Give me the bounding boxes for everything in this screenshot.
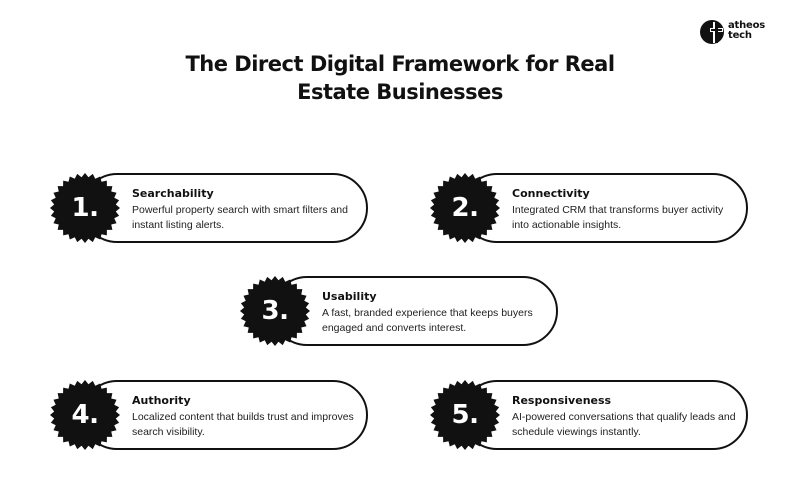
- card-pill: [272, 276, 558, 346]
- card-title: Searchability: [132, 187, 214, 200]
- brand-name-line2: tech: [728, 30, 752, 41]
- card-pill: [82, 380, 368, 450]
- badge-number: 3.: [261, 296, 289, 326]
- brand-name-line1: atheos: [728, 20, 766, 31]
- brand-logo: atheos tech: [699, 19, 773, 45]
- badge-number: 4.: [71, 400, 99, 430]
- card-description: A fast, branded experience that keeps bu…: [322, 307, 533, 334]
- card-pill: [462, 380, 748, 450]
- badge-seal-icon: 3.: [240, 276, 310, 346]
- card-description: Localized content that builds trust and …: [132, 411, 354, 438]
- card-title: Responsiveness: [512, 394, 612, 407]
- framework-card-1: 1. Searchability Powerful property searc…: [50, 173, 370, 243]
- badge-number: 2.: [451, 193, 479, 223]
- badge-seal-icon: 4.: [50, 380, 120, 450]
- card-title: Connectivity: [512, 187, 590, 200]
- card-title: Authority: [132, 394, 191, 407]
- framework-card-4: 4. Authority Localized content that buil…: [50, 380, 370, 450]
- card-description: Powerful property search with smart filt…: [132, 204, 348, 231]
- card-description: AI-powered conversations that qualify le…: [512, 411, 736, 438]
- framework-card-2: 2. Connectivity Integrated CRM that tran…: [430, 173, 750, 243]
- card-description: Integrated CRM that transforms buyer act…: [512, 204, 724, 231]
- badge-seal-icon: 2.: [430, 173, 500, 243]
- badge-seal-icon: 5.: [430, 380, 500, 450]
- framework-card-5: 5. Responsiveness AI-powered conversatio…: [430, 380, 750, 450]
- brand-logo-mark: [700, 20, 724, 44]
- page-title: The Direct Digital Framework for Real Es…: [150, 50, 650, 106]
- framework-card-3: 3. Usability A fast, branded experience …: [240, 276, 560, 346]
- brand-name: atheos tech: [728, 21, 765, 41]
- page-title-line1: The Direct Digital Framework for Real: [185, 52, 615, 76]
- badge-number: 5.: [451, 400, 479, 430]
- card-pill: [82, 173, 368, 243]
- badge-number: 1.: [71, 193, 99, 223]
- page-title-line2: Estate Businesses: [297, 80, 503, 104]
- badge-seal-icon: 1.: [50, 173, 120, 243]
- card-title: Usability: [322, 290, 377, 303]
